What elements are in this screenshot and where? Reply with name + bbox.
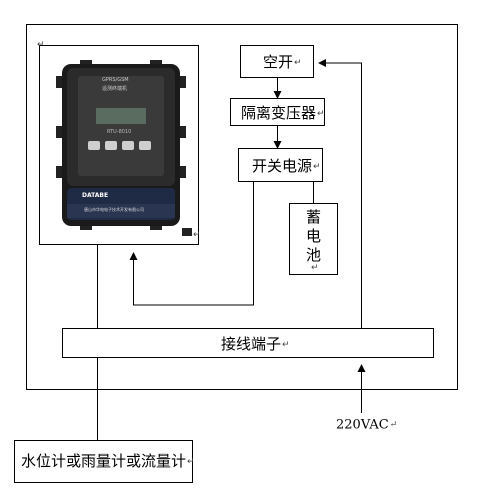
battery-box: 蓄电池 ↵ — [289, 203, 338, 275]
device-subtitle-text: 遥测终端机 — [102, 86, 128, 92]
wire-terminal-to-air-switch — [318, 59, 362, 328]
battery-label: 蓄电池 — [306, 208, 322, 264]
paragraph-mark: ↵ — [37, 40, 45, 50]
isolation-transformer-label: 隔离变压器↵ — [241, 104, 325, 122]
enclosure-frame — [26, 24, 458, 390]
device-model-text: GPRS/GSM — [102, 77, 129, 83]
device-brand-text: DATABE — [82, 192, 109, 199]
terminal-block-label: 接线端子↵ — [221, 335, 290, 353]
device-display-text: RTU-8010 — [107, 129, 132, 135]
isolation-transformer-box: 隔离变压器↵ — [230, 98, 325, 126]
sensor-label: 水位计或雨量计或流量计↵ — [21, 452, 195, 470]
device-company-text: 唐山市华电电子技术开发有限公司 — [84, 207, 144, 212]
paragraph-mark: ↵ — [193, 230, 201, 240]
wire-power-to-device — [129, 182, 254, 306]
rtu-device-image — [56, 60, 192, 236]
switching-power-label: 开关电源↵ — [252, 157, 321, 175]
paragraph-mark: ↵ — [311, 263, 319, 273]
sensor-box: 水位计或雨量计或流量计↵ — [14, 440, 195, 483]
air-switch-label: 空开↵ — [263, 53, 302, 71]
power-input-label: 220VAC↵ — [336, 417, 398, 433]
rtu-device-box: GPRS/GSM 遥测终端机 RTU-8010 DATABE 唐山市华电电子技术… — [37, 40, 201, 245]
terminal-block-box: 接线端子↵ — [62, 328, 434, 358]
air-switch-box: 空开↵ — [240, 45, 314, 78]
switching-power-box: 开关电源↵ — [238, 148, 323, 182]
